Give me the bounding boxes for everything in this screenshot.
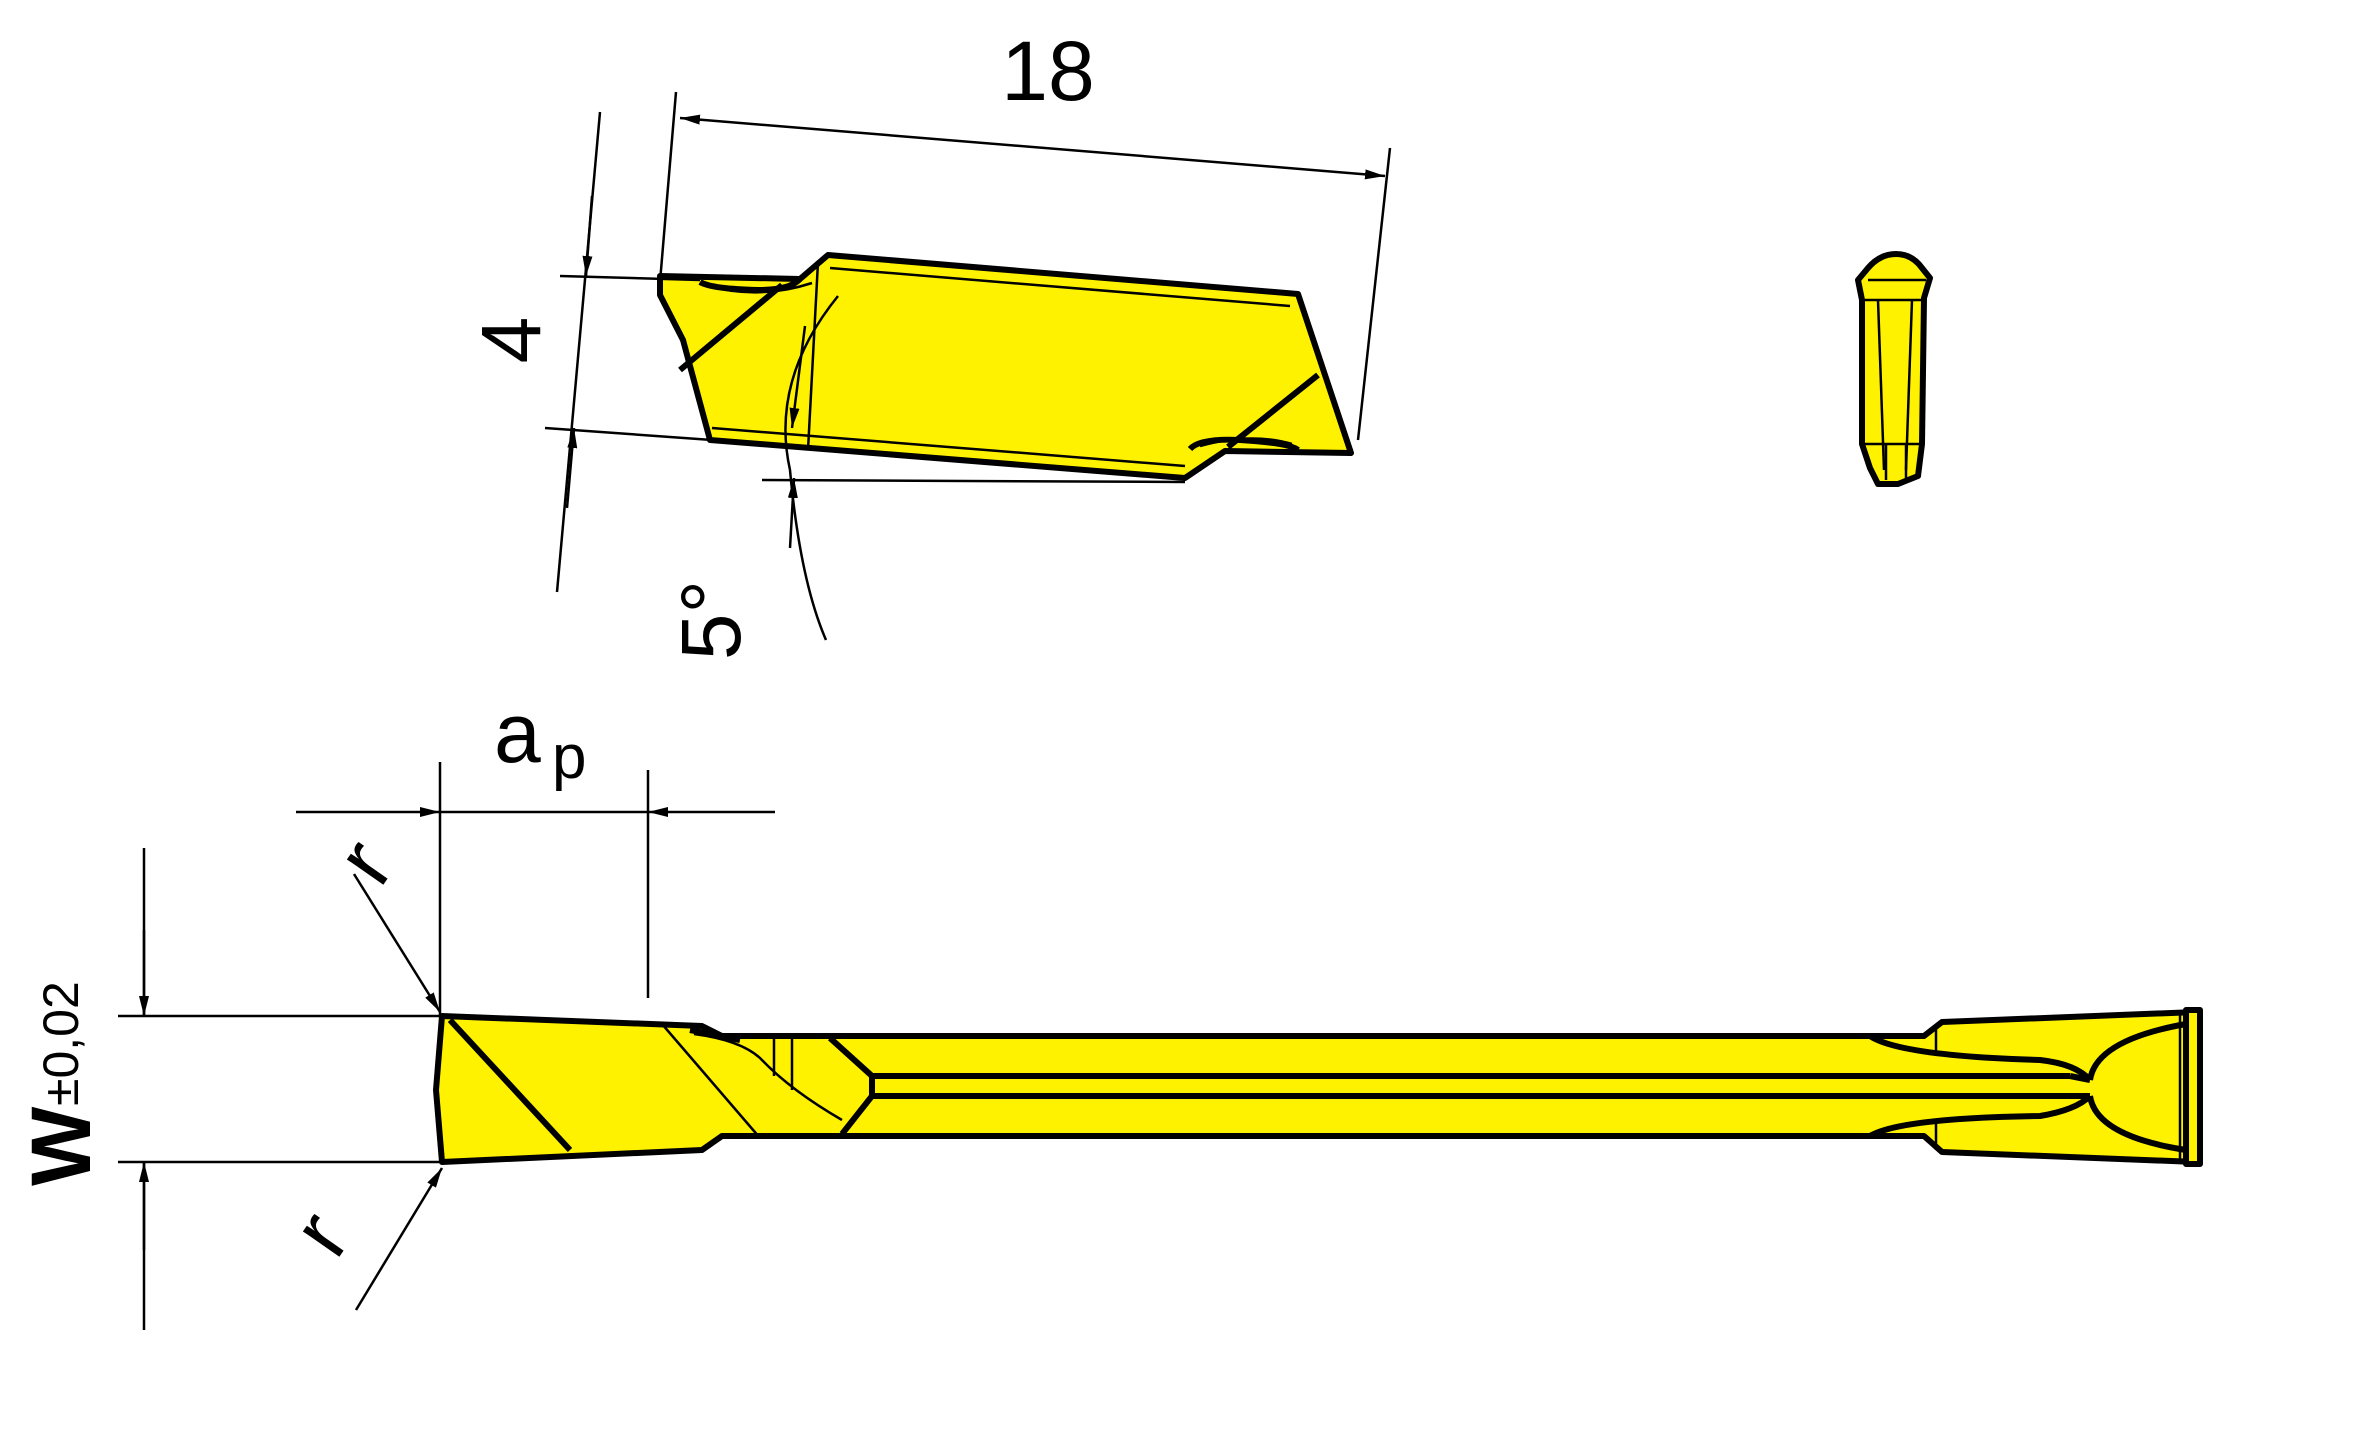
insert-side-notch-right-inner [1199,437,1293,448]
dimension-radius-bottom: r [274,1167,444,1311]
dimension-length: 18 [658,24,1392,441]
dimension-height: 4 [464,111,713,593]
dimension-angle-label: 5° [664,580,758,660]
insert-end-view [1855,251,1933,487]
dimension-depth-label: a [494,686,541,780]
dimension-radius-bottom-label: r [274,1195,367,1272]
insert-side-chamfer-left [678,282,784,373]
dimension-width-tolerance: ±0,02 [33,981,89,1106]
insert-side-view [657,252,1354,481]
dimension-radius-top: r [318,823,442,1013]
insert-top-view [433,1007,2203,1167]
insert-side-inner-top [829,266,1291,308]
insert-side-notch-left-inner [707,281,813,294]
insert-top-end-cap [2183,1007,2203,1167]
dimension-height-label: 4 [464,317,558,364]
insert-side-inner-bottom [711,426,1186,468]
dimension-depth: a p [296,686,775,1016]
dimension-width: W ±0,02 [14,848,440,1330]
insert-top-body [433,1009,2199,1165]
dimension-depth-subscript: p [552,723,586,792]
insert-side-inner-left [806,261,820,451]
dimension-angle: 5° [664,295,1186,660]
dimension-width-label: W [14,1106,108,1186]
insert-end-body [1855,251,1933,487]
dimension-length-label: 18 [1001,24,1094,118]
insert-side-chamfer-right [1226,372,1320,450]
